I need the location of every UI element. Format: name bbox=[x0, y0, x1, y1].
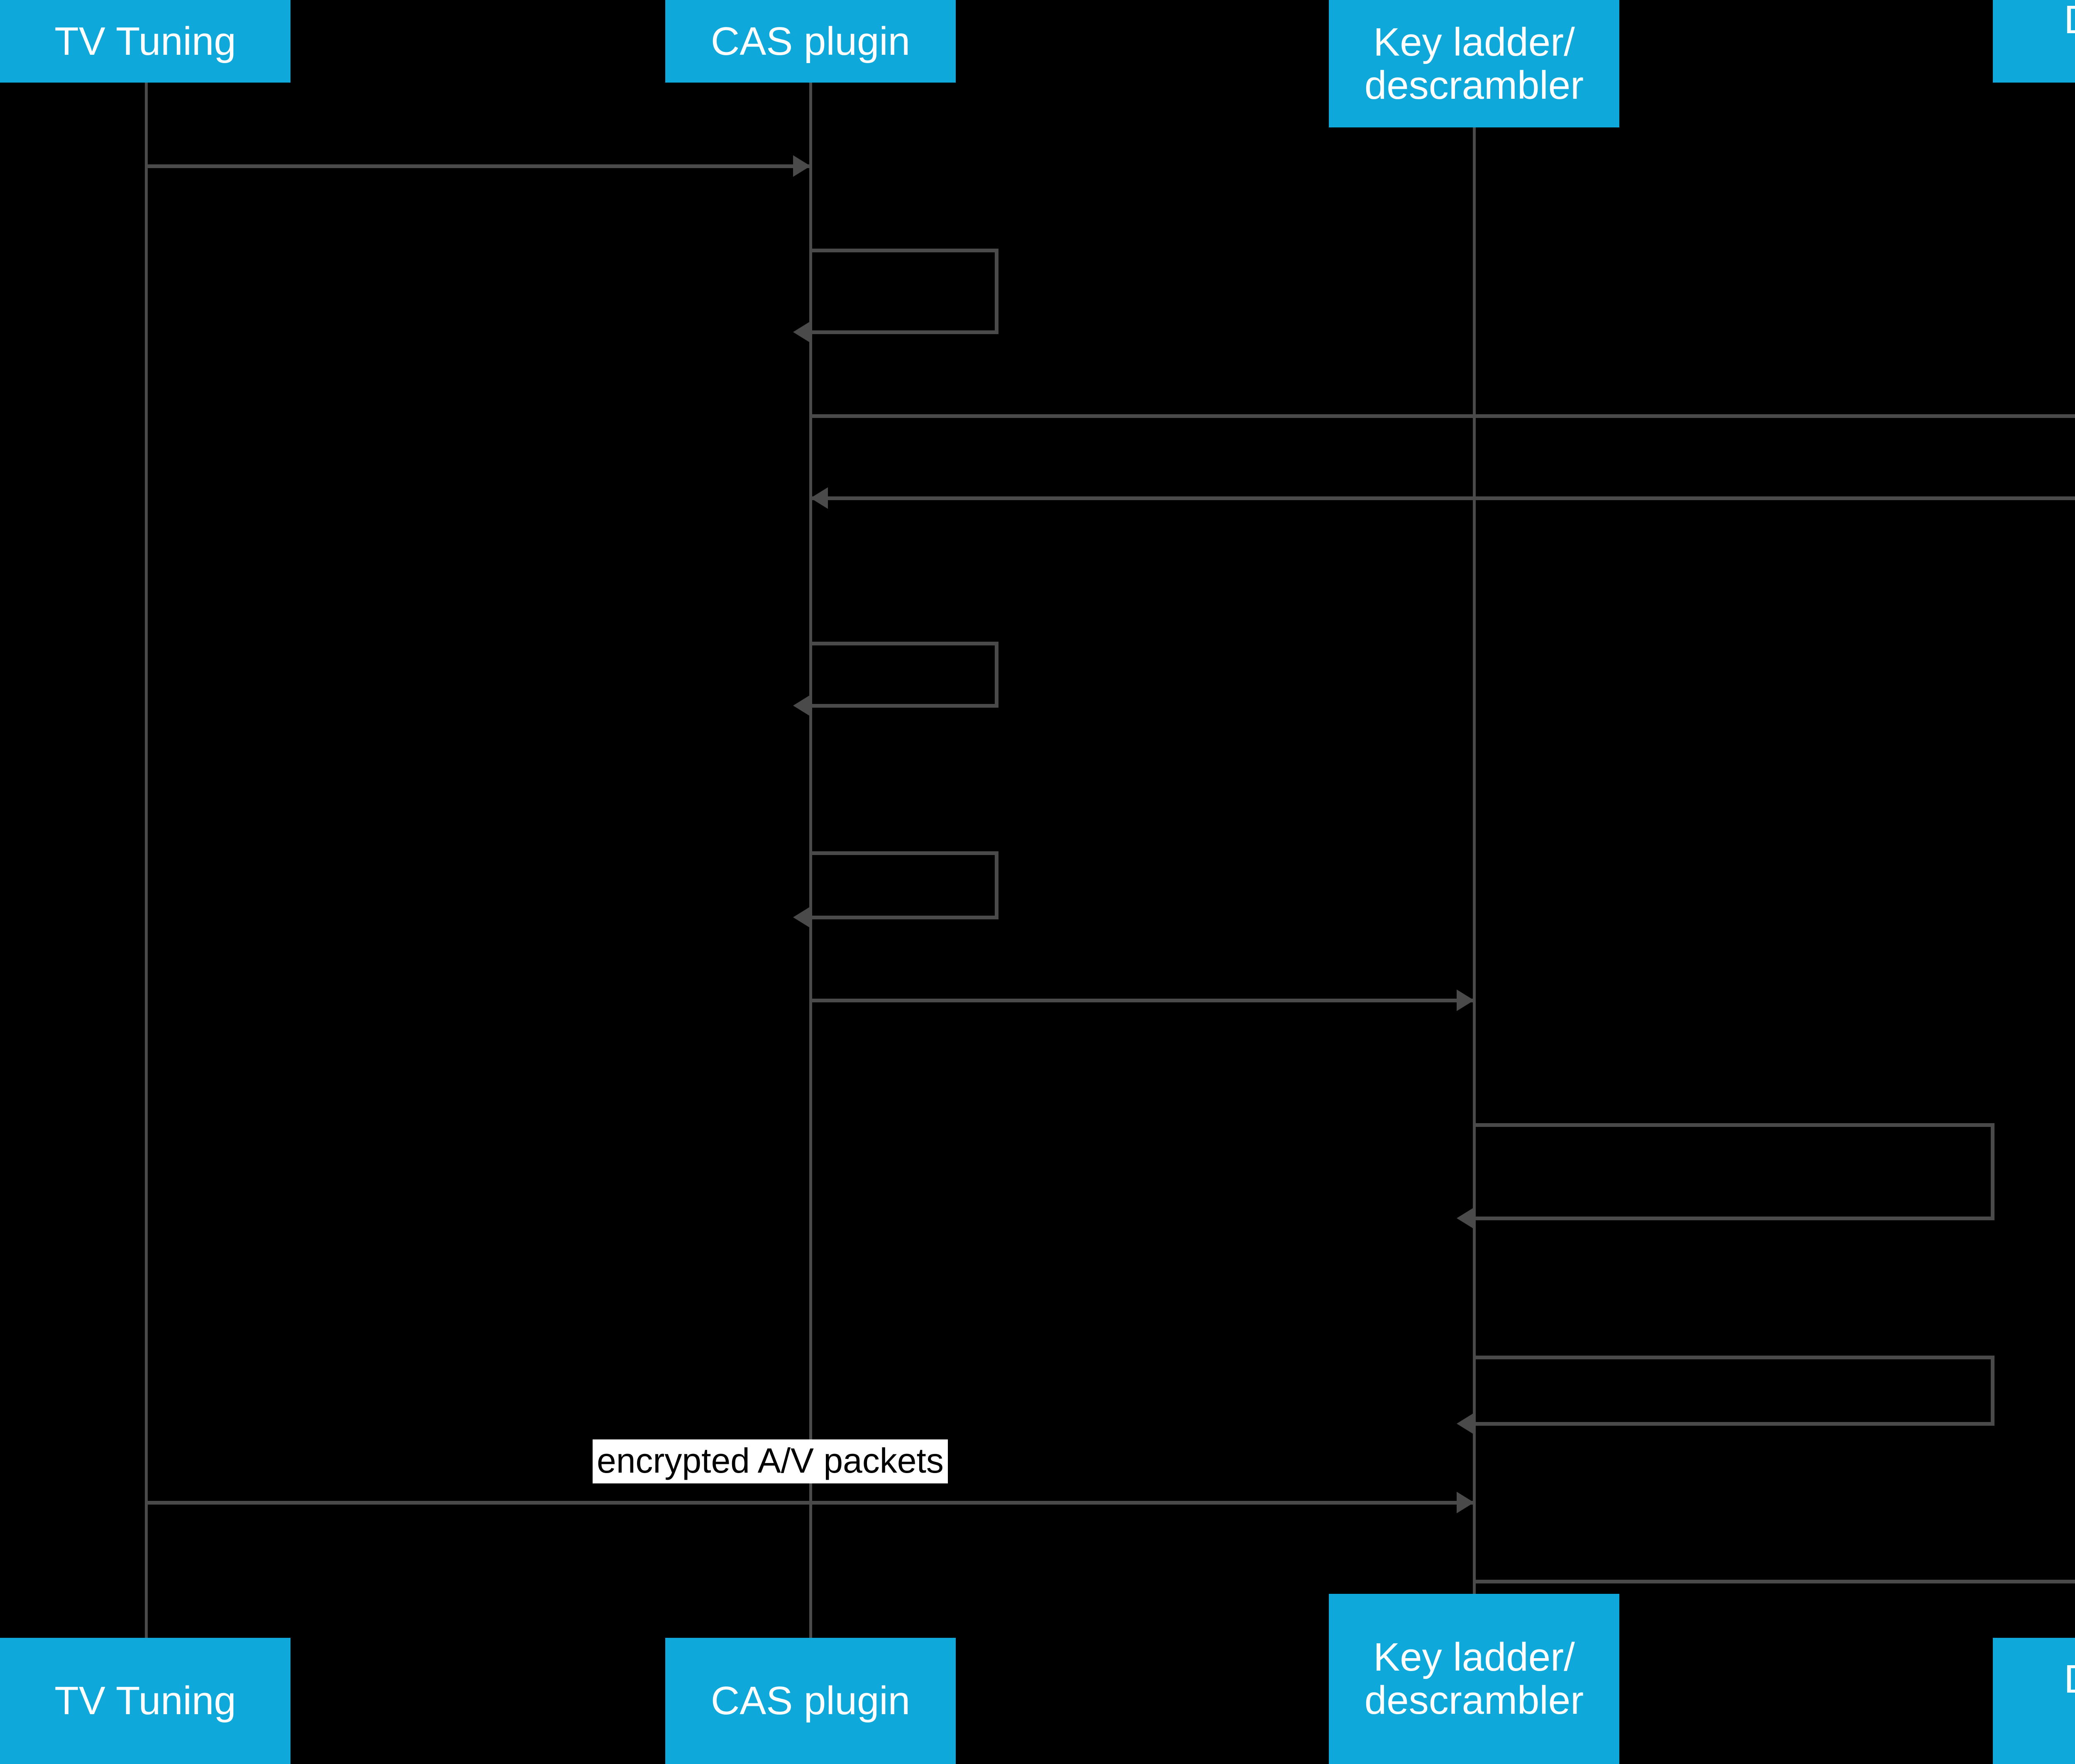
selfloop-arrowhead-5 bbox=[793, 695, 810, 716]
message-arrowhead-7 bbox=[1457, 990, 1474, 1011]
message-line-3 bbox=[810, 414, 2075, 418]
message-line-1 bbox=[146, 164, 810, 168]
selfloop-right-9 bbox=[1991, 1355, 1994, 1426]
participant-footer-box-cas-plugin: CAS plugin bbox=[665, 1638, 956, 1764]
message-line-7 bbox=[810, 998, 1474, 1002]
message-line-11 bbox=[1474, 1579, 2075, 1583]
lifeline-tv-tuning bbox=[145, 83, 148, 1638]
participant-footer-box-decode: Decode, display bbox=[1993, 1638, 2075, 1764]
selfloop-arrowhead-9 bbox=[1457, 1413, 1474, 1434]
participant-footer-box-key-ladder: Key ladder/ descrambler bbox=[1329, 1594, 1619, 1764]
message-arrowhead-1 bbox=[793, 155, 810, 177]
message-line-10 bbox=[146, 1500, 1474, 1505]
lifeline-key-ladder bbox=[1473, 127, 1476, 1594]
participant-header-label-key-ladder: Key ladder/ descrambler bbox=[1364, 20, 1584, 108]
selfloop-right-2 bbox=[995, 248, 998, 334]
message-label-10: encrypted A/V packets bbox=[593, 1439, 948, 1484]
message-line-4 bbox=[810, 496, 2075, 500]
selfloop-right-8 bbox=[1991, 1123, 1994, 1220]
selfloop-top-6 bbox=[810, 851, 998, 855]
participant-header-box-tv-tuning: TV Tuning bbox=[0, 0, 290, 83]
selfloop-arrowhead-8 bbox=[1457, 1207, 1474, 1229]
selfloop-bottom-6 bbox=[810, 915, 998, 919]
selfloop-bottom-5 bbox=[810, 704, 998, 708]
selfloop-bottom-2 bbox=[810, 330, 998, 334]
participant-header-label-cas-plugin: CAS plugin bbox=[710, 19, 911, 64]
participant-footer-box-tv-tuning: TV Tuning bbox=[0, 1638, 290, 1764]
participant-header-label-decode: Decode, display bbox=[1997, 0, 2075, 84]
message-arrowhead-10 bbox=[1457, 1492, 1474, 1513]
selfloop-right-5 bbox=[995, 641, 998, 708]
selfloop-arrowhead-2 bbox=[793, 321, 810, 343]
participant-footer-label-decode: Decode, display bbox=[1997, 1658, 2075, 1744]
participant-header-label-tv-tuning: TV Tuning bbox=[54, 19, 236, 64]
selfloop-top-5 bbox=[810, 641, 998, 645]
participant-footer-label-key-ladder: Key ladder/ descrambler bbox=[1364, 1635, 1584, 1722]
participant-footer-label-cas-plugin: CAS plugin bbox=[710, 1678, 911, 1723]
selfloop-bottom-8 bbox=[1474, 1216, 1994, 1220]
selfloop-bottom-9 bbox=[1474, 1422, 1994, 1426]
participant-footer-label-tv-tuning: TV Tuning bbox=[54, 1678, 236, 1723]
selfloop-arrowhead-6 bbox=[793, 906, 810, 928]
selfloop-top-9 bbox=[1474, 1355, 1994, 1359]
participant-header-box-cas-plugin: CAS plugin bbox=[665, 0, 956, 83]
lifeline-cas-plugin bbox=[809, 83, 812, 1638]
message-arrowhead-4 bbox=[810, 487, 828, 509]
participant-header-box-key-ladder: Key ladder/ descrambler bbox=[1329, 0, 1619, 127]
participant-header-box-decode: Decode, display bbox=[1993, 0, 2075, 83]
selfloop-top-2 bbox=[810, 248, 998, 252]
selfloop-top-8 bbox=[1474, 1123, 1994, 1127]
selfloop-right-6 bbox=[995, 851, 998, 919]
